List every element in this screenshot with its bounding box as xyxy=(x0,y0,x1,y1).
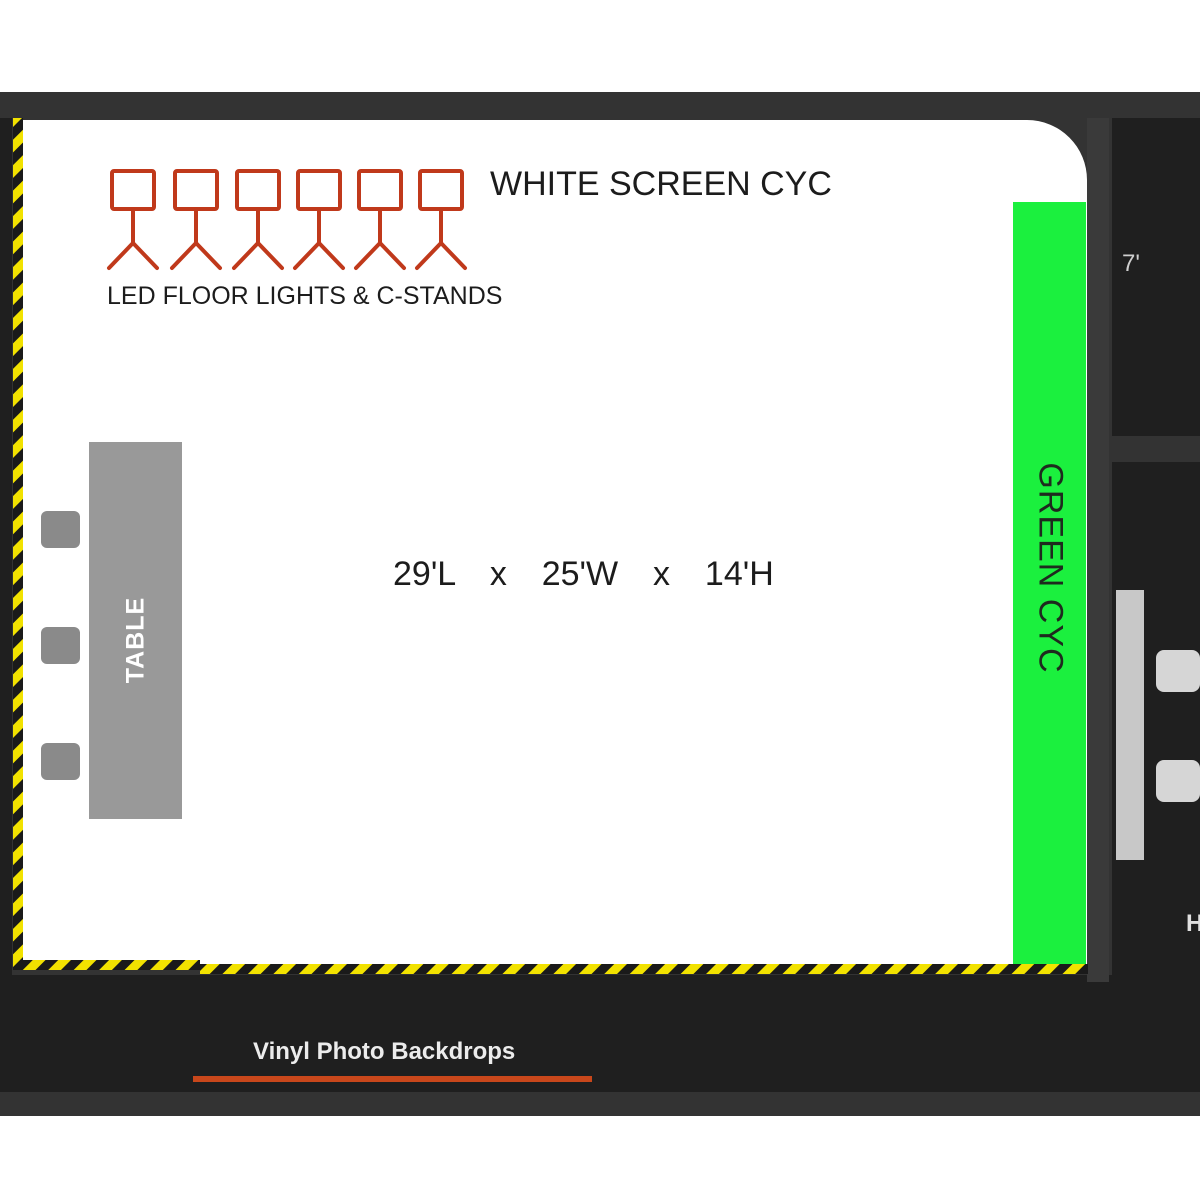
chair-right-2 xyxy=(1156,760,1200,802)
led-light-stands xyxy=(107,169,467,270)
studio-dimensions-label: 29'L x 25'W x 14'H xyxy=(393,555,774,593)
chair-left-2 xyxy=(41,627,80,664)
chair-left-3 xyxy=(41,743,80,780)
table-label: TABLE xyxy=(121,596,150,684)
green-cyc-wall xyxy=(1013,202,1086,964)
led-floor-lights-label: LED FLOOR LIGHTS & C-STANDS xyxy=(107,282,503,310)
light-stand-3-icon xyxy=(232,169,284,270)
light-stand-5-icon xyxy=(354,169,406,270)
chair-right-1 xyxy=(1156,650,1200,692)
side-room-upper xyxy=(1112,118,1200,436)
side-table xyxy=(1116,590,1144,860)
chair-left-1 xyxy=(41,511,80,548)
hazard-tape-bottom-left xyxy=(13,960,203,970)
hazard-tape-left xyxy=(13,118,23,970)
table xyxy=(89,442,182,819)
side-room-height-label: 7' xyxy=(1122,250,1140,277)
green-cyc-label: GREEN CYC xyxy=(1031,462,1070,674)
light-stand-1-icon xyxy=(107,169,159,270)
studio-floor xyxy=(23,120,1087,964)
light-stand-6-icon xyxy=(415,169,467,270)
white-screen-cyc-label: WHITE SCREEN CYC xyxy=(490,165,832,203)
bottom-dark-area xyxy=(0,975,1200,1092)
edge-letter-label: H xyxy=(1186,910,1200,937)
light-stand-2-icon xyxy=(170,169,222,270)
hazard-tape-bottom xyxy=(200,964,1088,974)
vinyl-backdrop-line xyxy=(193,1076,592,1082)
vinyl-backdrops-label: Vinyl Photo Backdrops xyxy=(253,1038,516,1065)
left-dark-strip xyxy=(0,118,12,975)
partition-wall xyxy=(1087,118,1109,982)
light-stand-4-icon xyxy=(293,169,345,270)
